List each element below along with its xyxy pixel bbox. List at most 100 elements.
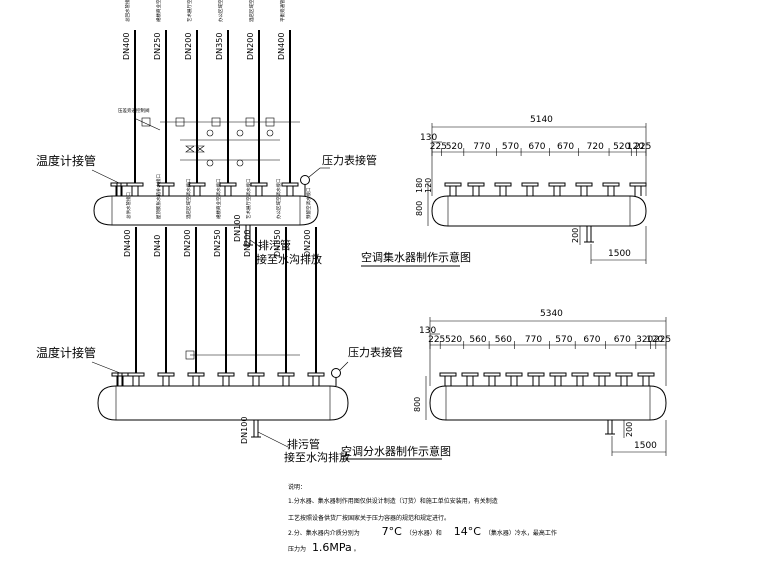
distributor-stub-flange-3 bbox=[187, 372, 205, 377]
distributor-dim-stub-flange-4 bbox=[527, 372, 545, 377]
collector-riser-desc-0: 总回水管接口 bbox=[124, 0, 131, 22]
collector-spacing-label-4: 670 bbox=[528, 142, 545, 152]
collector-title: 空调集水器制作示意图 bbox=[361, 250, 471, 264]
collector-spacing-label-5: 670 bbox=[557, 142, 574, 152]
distributor-title: 空调分水器制作示意图 bbox=[341, 444, 451, 458]
distributor-stub-flange-7 bbox=[307, 372, 325, 377]
distributor-dim-stub-flange-8 bbox=[615, 372, 633, 377]
distributor-spacing-label-10: 225 bbox=[654, 335, 671, 345]
distributor-spacing-label-3: 560 bbox=[495, 335, 512, 345]
collector-riser-dn-0: DN400 bbox=[122, 33, 131, 60]
distributor-riser-desc-0: 总供水管接口 bbox=[125, 192, 132, 219]
collector-total-length: 5140 bbox=[530, 115, 553, 125]
collector-drain-note: 接至水沟排放 bbox=[256, 252, 322, 266]
distributor-spacing-label-4: 770 bbox=[525, 335, 542, 345]
collector-spacing-label-3: 570 bbox=[502, 142, 519, 152]
distributor-riser-desc-6: 预留空调水接口 bbox=[305, 188, 312, 220]
collector-stub-flange-5 bbox=[250, 182, 268, 187]
distributor-spacing-label-5: 570 bbox=[555, 335, 572, 345]
collector-riser-desc-3: 办公区域空调水接口 bbox=[217, 0, 224, 22]
collector-riser-desc-2: 艺术展厅空调水接口 bbox=[186, 0, 193, 22]
distributor-stub-flange-5 bbox=[247, 372, 265, 377]
collector-height-180: 180 bbox=[415, 178, 424, 193]
distributor-drain-label: 排污管 bbox=[287, 437, 320, 451]
distributor-leg-dim: 1500 bbox=[634, 441, 657, 451]
distributor-riser-dn-2: DN200 bbox=[183, 230, 192, 257]
collector-height-200: 200 bbox=[571, 228, 580, 243]
notes-line-1: 1.分水器、集水器制作用图仅供设计制造（订货）和施工单位安装用，有关制造 bbox=[288, 497, 498, 505]
distributor-riser-desc-5: 办公区域空调水接口 bbox=[275, 179, 282, 220]
bypass-valve-assembly bbox=[133, 117, 300, 167]
notes-line-2: 工艺按照设备供货厂按国家关于压力容器的规范和规定进行。 bbox=[288, 514, 450, 522]
collector-stub-flange-6 bbox=[281, 182, 299, 187]
collector-height-120: 120 bbox=[424, 178, 433, 193]
collector-riser-dn-5: DN400 bbox=[277, 33, 286, 60]
collector-risers: DN400总回水管接口DN250裙楼商业空调水接口DN200艺术展厅空调水接口D… bbox=[122, 0, 291, 183]
distributor-riser-dn-6: DN200 bbox=[303, 230, 312, 257]
distributor-stub-flange-1 bbox=[127, 372, 145, 377]
distributor-dim-stub-flange-0 bbox=[439, 372, 457, 377]
distributor-riser-desc-1: 屋顶膨胀水箱补水接口 bbox=[155, 174, 162, 219]
collector-dim-stub-flange-5 bbox=[575, 182, 593, 187]
collector-spacing-label-6: 720 bbox=[587, 142, 604, 152]
collector-stubs bbox=[110, 182, 299, 196]
collector-stub-flange-4 bbox=[219, 182, 237, 187]
distributor-dim-stub-flange-3 bbox=[505, 372, 523, 377]
distributor-stub-flange-4 bbox=[217, 372, 235, 377]
distributor-height-200: 200 bbox=[625, 422, 634, 437]
distributor-dim-vessel bbox=[429, 385, 667, 421]
distributor-dim-stub-flange-6 bbox=[571, 372, 589, 377]
collector-spacing-label-8: 120 bbox=[627, 142, 644, 152]
collector-riser-dn-2: DN200 bbox=[184, 33, 193, 60]
distributor-spacing-label-9: 120 bbox=[646, 335, 663, 345]
collector-drain-dn: DN100 bbox=[233, 215, 242, 242]
distributor-dim-stub-flange-5 bbox=[549, 372, 567, 377]
collector-dim-stub-flange-6 bbox=[602, 182, 620, 187]
distributor-spacing-label-6: 670 bbox=[583, 335, 600, 345]
distributor-riser-dn-0: DN400 bbox=[123, 230, 132, 257]
collector-height-800: 800 bbox=[415, 201, 424, 216]
distributor-dim-stubs bbox=[439, 372, 655, 386]
notes-block: 说明： 1.分水器、集水器制作用图仅供设计制造（订货）和施工单位安装用，有关制造… bbox=[288, 483, 557, 554]
distributor-drain-dn: DN100 bbox=[240, 417, 249, 444]
thermometer-stub-icon bbox=[116, 182, 122, 197]
distributor-riser-desc-3: 裙楼商业空调水接口 bbox=[215, 179, 222, 220]
collector-dim-stub-flange-7 bbox=[629, 182, 647, 187]
distributor-dim-stub-flange-1 bbox=[461, 372, 479, 377]
collector-dim-vessel bbox=[431, 195, 647, 227]
collector-drain-label: 排污管 bbox=[258, 238, 291, 252]
distributor-pressure-label: 压力表接管 bbox=[348, 345, 403, 359]
distributor-dim-stub-flange-7 bbox=[593, 372, 611, 377]
distributor-total-length: 5340 bbox=[540, 309, 563, 319]
collector-spacing-label-7: 520 bbox=[613, 142, 630, 152]
distributor-risers: DN400总供水管接口DN40屋顶膨胀水箱补水接口DN200酒店区域空调水接口D… bbox=[123, 174, 317, 373]
collector-dim-stub-flange-3 bbox=[521, 182, 539, 187]
distributor-riser-dn-1: DN40 bbox=[153, 235, 162, 257]
pressure-gauge-icon bbox=[300, 175, 310, 185]
collector-pressure-label: 压力表接管 bbox=[322, 153, 377, 167]
collector-riser-dn-4: DN200 bbox=[246, 33, 255, 60]
distributor-spacing-label-2: 560 bbox=[469, 335, 486, 345]
distributor-spacing-label-1: 520 bbox=[445, 335, 462, 345]
distributor-temp-label: 温度计接管 bbox=[36, 345, 96, 360]
collector-spacing-label-2: 770 bbox=[473, 142, 490, 152]
notes-line-4: 压力为 1.6MPa 。 bbox=[288, 541, 360, 554]
distributor-riser-dn-3: DN250 bbox=[213, 230, 222, 257]
distributor-riser-dn-4: DN200 bbox=[243, 230, 252, 257]
collector-dim-stubs bbox=[444, 182, 647, 196]
collector-temp-label: 温度计接管 bbox=[36, 153, 96, 168]
distributor-stubs bbox=[111, 372, 325, 386]
distributor-drain-note: 接至水沟排放 bbox=[284, 450, 350, 464]
distributor-stub-flange-2 bbox=[157, 372, 175, 377]
distributor-spacing-label-0: 225 bbox=[428, 335, 445, 345]
distributor-elevation: DN400总供水管接口DN40屋顶膨胀水箱补水接口DN200酒店区域空调水接口D… bbox=[36, 174, 403, 464]
collector-riser-desc-1: 裙楼商业空调水接口 bbox=[155, 0, 162, 22]
distributor-riser-desc-4: 艺术展厅空调水接口 bbox=[245, 179, 252, 220]
distributor-stub-flange-6 bbox=[277, 372, 295, 377]
collector-dim-stub-flange-4 bbox=[548, 182, 566, 187]
collector-elevation: DN400总回水管接口DN250裙楼商业空调水接口DN200艺术展厅空调水接口D… bbox=[36, 0, 377, 266]
